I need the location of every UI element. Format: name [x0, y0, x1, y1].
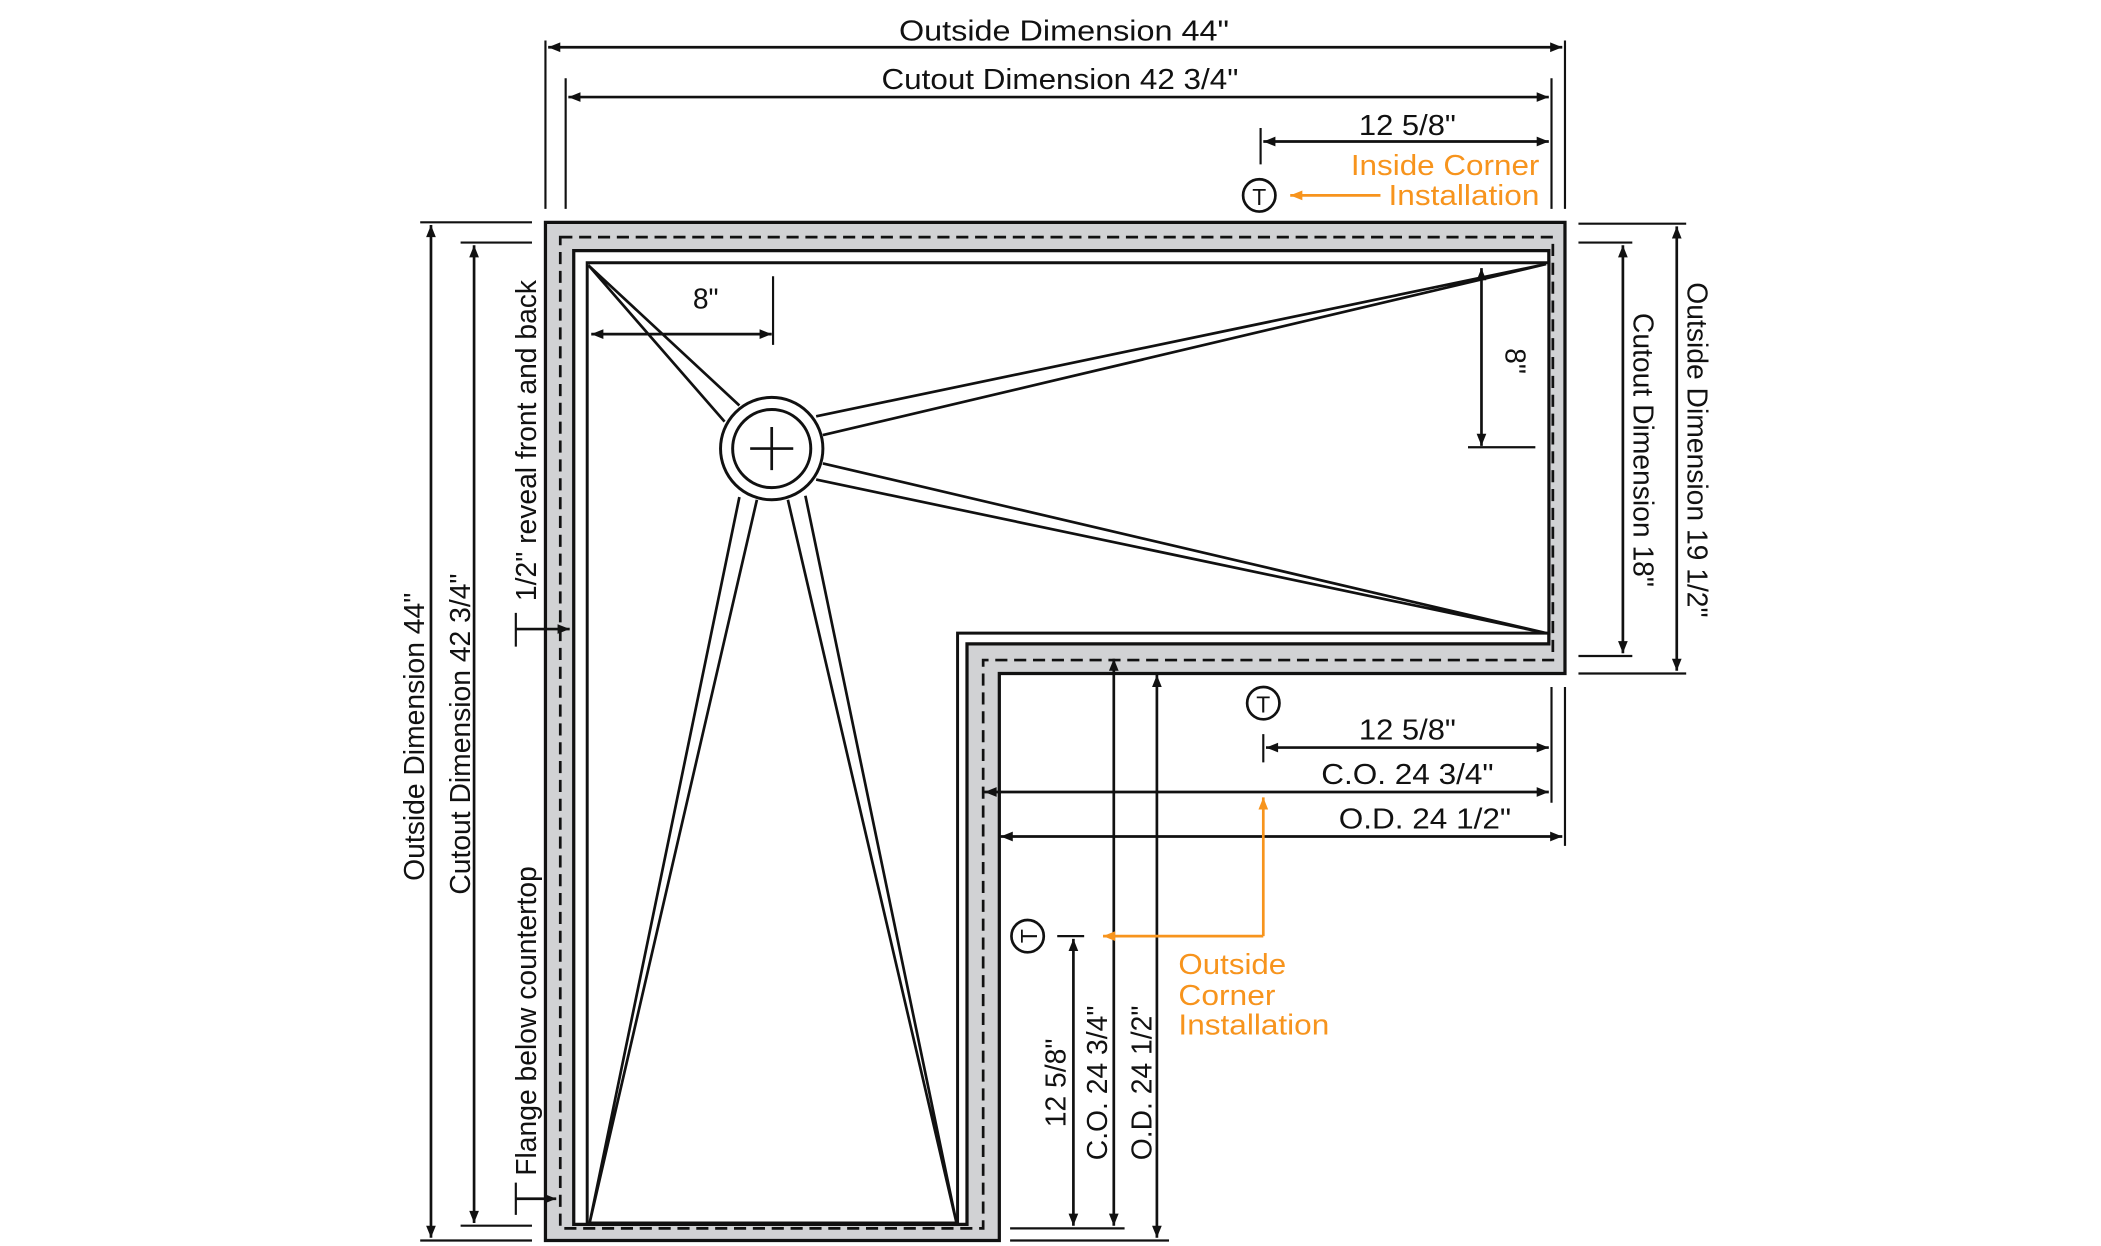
- flange-note: Flange below countertop: [510, 866, 542, 1176]
- top-offset-dimension: 12 5/8": [1359, 109, 1456, 141]
- tap-symbol-icon: [1245, 685, 1281, 721]
- rib-vertical-8: 8": [1500, 348, 1532, 374]
- lower-offset-dimension: 12 5/8": [1359, 713, 1456, 745]
- left-dimensions: Outside Dimension 44" Cutout Dimension 4…: [398, 221, 570, 1242]
- lower-od-dimension: O.D. 24 1/2": [1339, 802, 1511, 834]
- outside-corner-label-3: Installation: [1178, 1008, 1329, 1040]
- outside-corner-label-2: Corner: [1178, 979, 1275, 1011]
- lower-v-offset-dimension: 12 5/8": [1039, 1039, 1071, 1128]
- inside-corner-label-2: Installation: [1389, 179, 1540, 211]
- right-outside-dimension: Outside Dimension 19 1/2": [1682, 282, 1714, 617]
- tap-symbol-label: T: [1252, 184, 1266, 210]
- left-cutout-dimension: Cutout Dimension 42 3/4": [444, 574, 476, 895]
- drain-icon: [719, 395, 825, 502]
- left-outside-dimension: Outside Dimension 44": [398, 593, 430, 881]
- interior-dimensions: 8" 8": [591, 268, 1536, 449]
- lower-co-dimension: C.O. 24 3/4": [1321, 758, 1493, 790]
- rib-horizontal-8: 8": [693, 283, 719, 315]
- right-dimensions: Cutout Dimension 18" Outside Dimension 1…: [1578, 222, 1714, 675]
- lower-v-co-dimension: C.O. 24 3/4": [1081, 1006, 1113, 1161]
- lower-v-od-dimension: O.D. 24 1/2": [1126, 1006, 1158, 1161]
- lower-dimensions: T 12 5/8" C.O. 24 3/4" O.D. 24 1/2" 12 5…: [984, 658, 1567, 1242]
- cutout-dashed-line: [558, 235, 1555, 1230]
- top-cutout-dimension: Cutout Dimension 42 3/4": [881, 63, 1238, 95]
- tap-symbol-icon: [1010, 918, 1046, 954]
- top-outside-dimension: Outside Dimension 44": [899, 15, 1229, 47]
- top-dimensions: Outside Dimension 44" Cutout Dimension 4…: [544, 15, 1567, 213]
- outside-corner-label: Outside: [1178, 948, 1286, 980]
- inside-corner-label: Inside Corner: [1351, 149, 1540, 181]
- bowl-rim: [585, 261, 1551, 1225]
- sink-outline: [543, 220, 1567, 1243]
- reveal-note: 1/2" reveal front and back: [510, 279, 542, 601]
- tap-symbol-label: T: [1016, 929, 1042, 943]
- flange: [543, 220, 1567, 1243]
- right-cutout-dimension: Cutout Dimension 18": [1628, 313, 1660, 587]
- tap-symbol-label: T: [1256, 692, 1270, 718]
- tap-symbol-icon: [1241, 177, 1277, 213]
